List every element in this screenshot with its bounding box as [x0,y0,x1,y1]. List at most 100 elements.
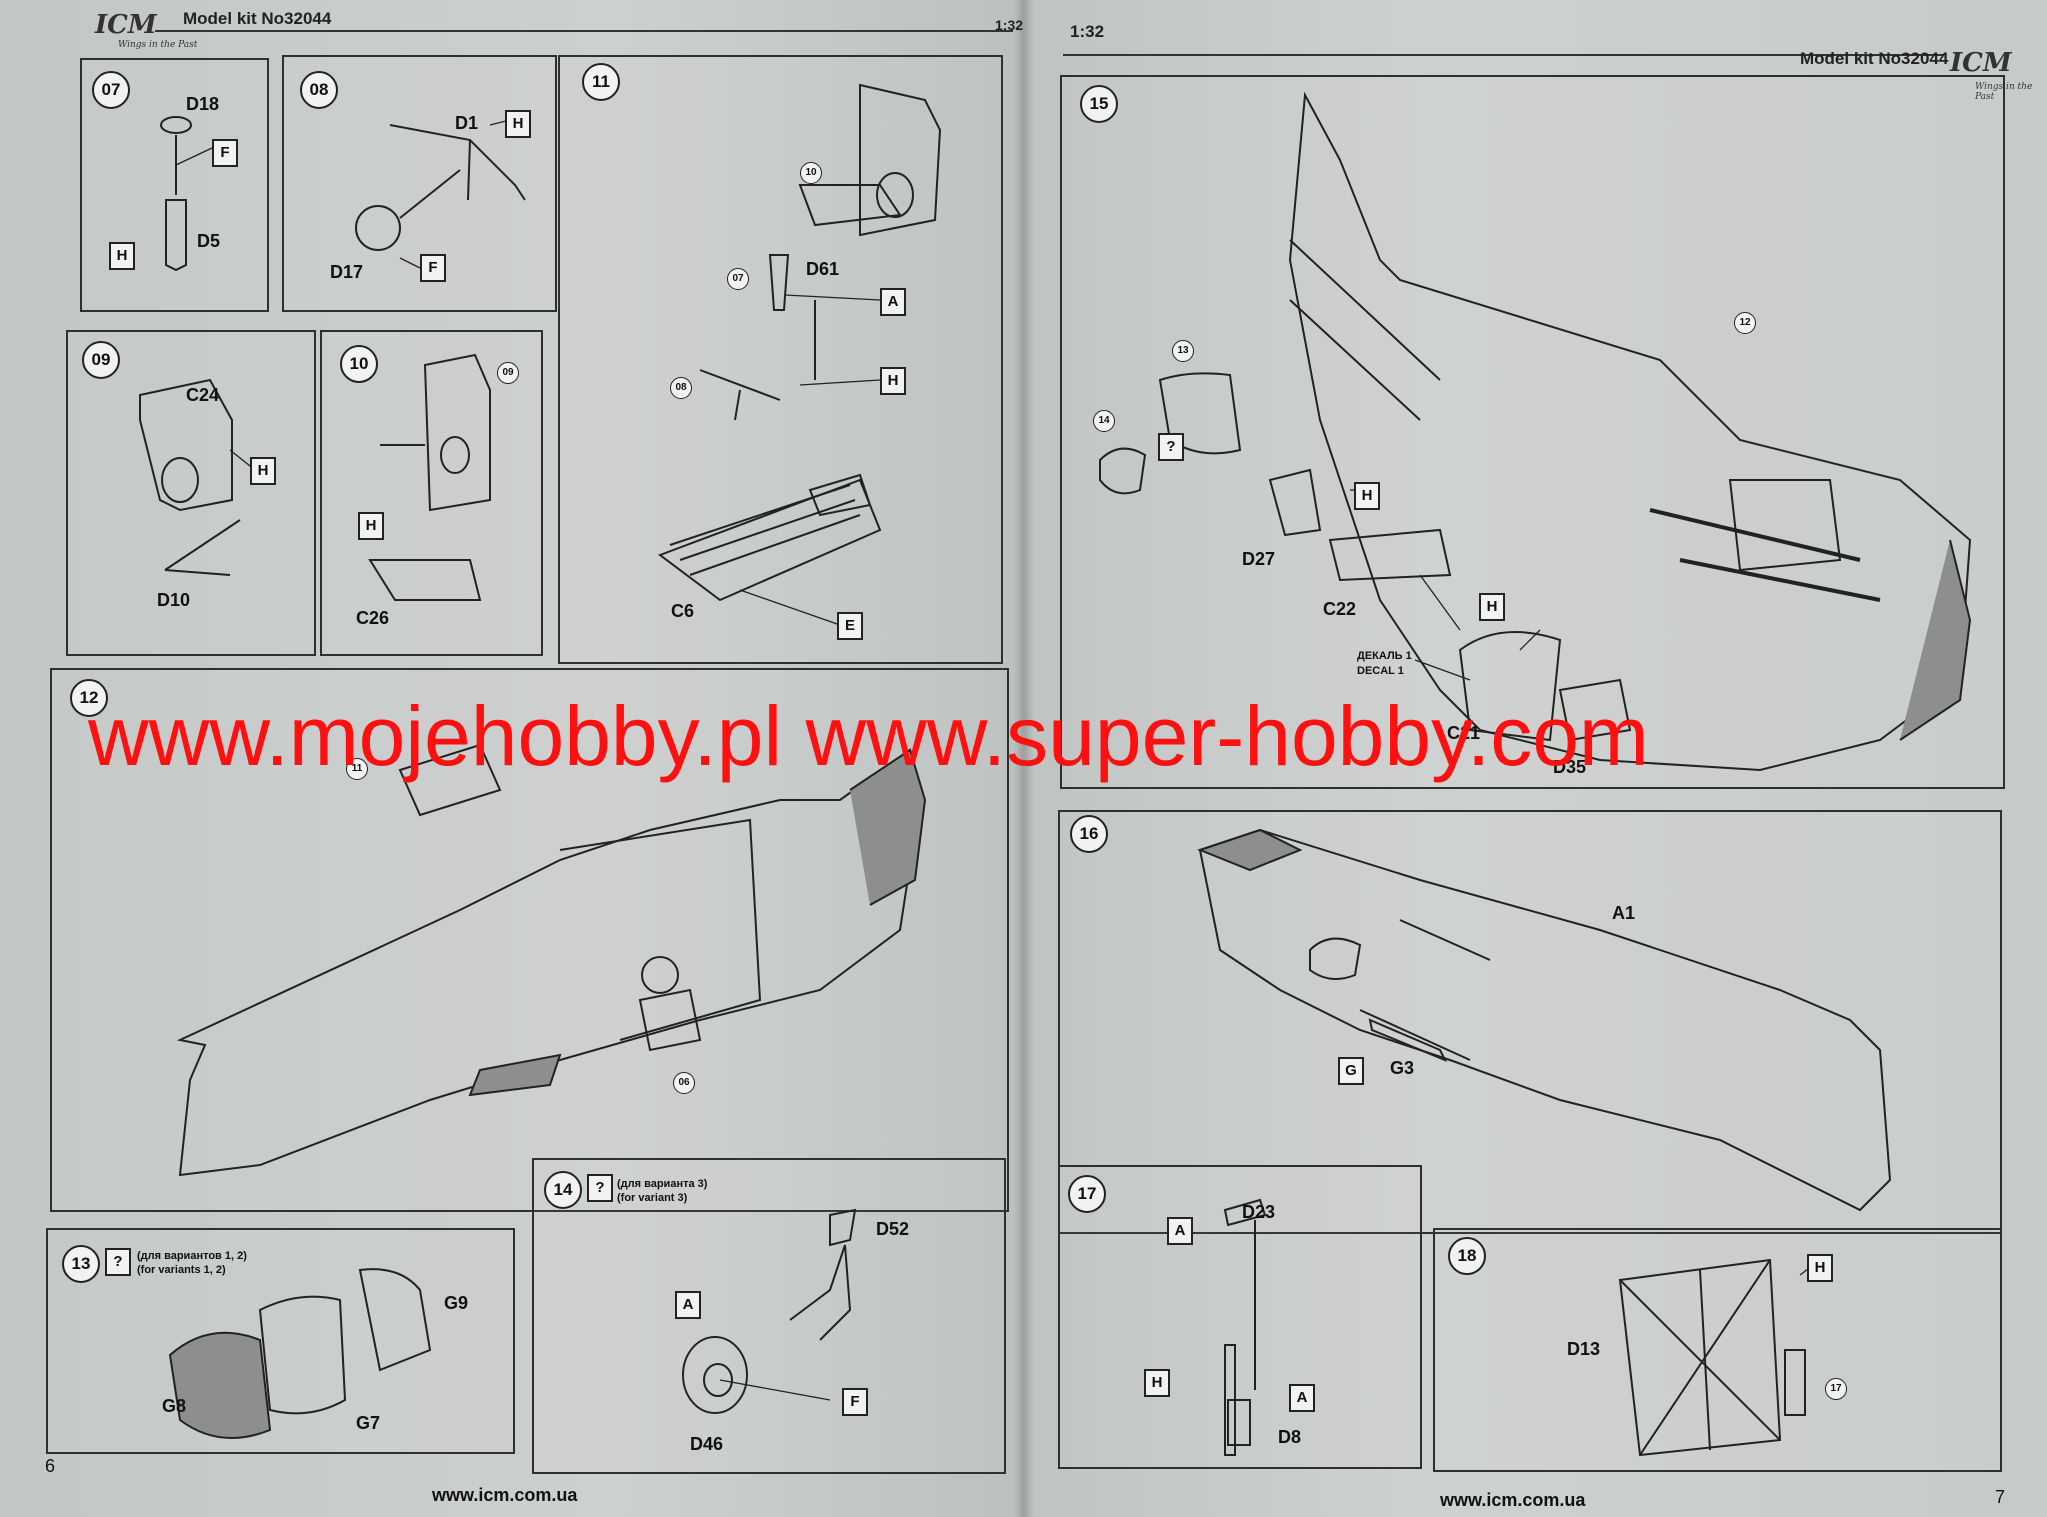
part-d17-drawing [355,205,401,251]
decal-label-ru: ДЕКАЛЬ 1 [1357,650,1412,662]
step-number-11: 11 [582,63,620,101]
part-label-c26: C26 [356,608,390,628]
part-c26-drawing [368,559,482,601]
step-number-08: 08 [300,71,338,109]
icm-logo-right: ICM [1950,48,2012,78]
header-rule-right [1063,54,1943,56]
tag-g-16: G [1338,1057,1364,1085]
part-c24-drawing [139,378,233,512]
right-page [1023,0,2047,1517]
part-d8-drawing [1227,1399,1251,1446]
tag-a-17b: A [1289,1384,1315,1412]
variant-note-ru-13: (для вариантов 1, 2) [137,1250,247,1262]
part-d5-drawing [165,199,187,272]
part-label-d61: D61 [806,259,840,279]
part-d18-drawing [160,116,192,134]
tag-h-09: H [250,457,276,485]
tag-h-15a: H [1354,482,1380,510]
tag-h-15b: H [1479,593,1505,621]
model-kit-right: Model kit No32044 [1800,49,1949,68]
ref-step-06: 06 [673,1072,695,1094]
part-label-d10: D10 [157,590,191,610]
page-gutter [1014,0,1034,1517]
header-rule-left [155,30,1013,32]
step-number-18: 18 [1448,1237,1486,1275]
step-number-07: 07 [92,71,130,109]
part-d1-drawing [389,124,526,201]
step-number-09: 09 [82,341,120,379]
step-11-panel [558,55,1003,664]
part-d52-drawing [829,1208,857,1247]
variant-note-en-14: (for variant 3) [617,1192,688,1204]
part-g8-drawing [168,1331,272,1439]
ref-step-07: 07 [727,268,749,290]
part-label-c24: C24 [186,385,220,405]
part-label-d8: D8 [1278,1427,1302,1447]
tag-f-14: F [842,1388,868,1416]
footer-url-right[interactable]: www.icm.com.ua [1440,1490,1586,1510]
step-number-16: 16 [1070,815,1108,853]
part-label-d23: D23 [1242,1202,1276,1222]
part-label-g8: G8 [162,1396,187,1416]
step-14-panel [532,1158,1006,1474]
variant-note-ru-14: (для варианта 3) [617,1178,708,1190]
page-number-right: 7 [1995,1487,2006,1507]
ref-step-11: 11 [346,758,368,780]
part-label-d17: D17 [330,262,364,282]
seat-back-drawing [423,353,491,512]
step-number-14: 14 [544,1171,582,1209]
part-label-d35: D35 [1553,757,1587,777]
seat-drawing-11 [859,83,942,237]
query-tag-13: ? [105,1248,131,1276]
part-label-d18: D18 [186,94,220,114]
tag-h-10: H [358,512,384,540]
part-g7-drawing [258,1295,347,1415]
model-kit-left: Model kit No32044 [183,9,332,28]
decal-label-en: DECAL 1 [1357,665,1404,677]
tag-e-11: E [837,612,863,640]
tag-f-08: F [420,254,446,282]
ref-step-14: 14 [1093,410,1115,432]
ref-step-08: 08 [670,377,692,399]
part-d35-drawing [1558,678,1632,742]
part-label-g9: G9 [444,1293,469,1313]
part-label-d52: D52 [876,1219,910,1239]
part-d61-drawing [768,254,790,311]
variant-note-en-13: (for variants 1, 2) [137,1264,226,1276]
step-number-15: 15 [1080,85,1118,123]
part-label-c21: C21 [1447,723,1481,743]
tag-h-07: H [109,242,135,270]
ref-step-12: 12 [1734,312,1756,334]
part-label-c22: C22 [1323,599,1357,619]
part-label-d46: D46 [690,1434,724,1454]
ref-step-17: 17 [1825,1378,1847,1400]
tag-h-17: H [1144,1369,1170,1397]
fuselage-left-half-drawing [176,748,922,1177]
part-g9-drawing [358,1268,432,1372]
step-18-panel [1433,1228,2002,1472]
footer-url-left[interactable]: www.icm.com.ua [432,1485,578,1505]
scale-right: 1:32 [1070,22,1105,41]
fuselage-half-drawing-16 [1198,828,1892,1212]
part-label-g7: G7 [356,1413,381,1433]
tag-a-17a: A [1167,1217,1193,1245]
ref-step-09: 09 [497,362,519,384]
part-g3-drawing [1368,1018,1448,1062]
step-15-panel [1060,75,2005,789]
part-label-d1: D1 [455,113,479,133]
part-label-d27: D27 [1242,549,1276,569]
part-c6-drawing [657,478,882,602]
step-number-13: 13 [62,1245,100,1283]
query-tag-14: ? [587,1174,613,1202]
part-label-d13: D13 [1567,1339,1601,1359]
ref-step-13: 13 [1172,340,1194,362]
tag-a-14: A [675,1291,701,1319]
tag-a-11: A [880,288,906,316]
step-12-panel [50,668,1009,1212]
part-c21-drawing [1458,631,1562,742]
step-number-10: 10 [340,345,378,383]
step-number-12: 12 [70,679,108,717]
part-label-c6: C6 [671,601,695,621]
page-number-left: 6 [45,1456,56,1476]
